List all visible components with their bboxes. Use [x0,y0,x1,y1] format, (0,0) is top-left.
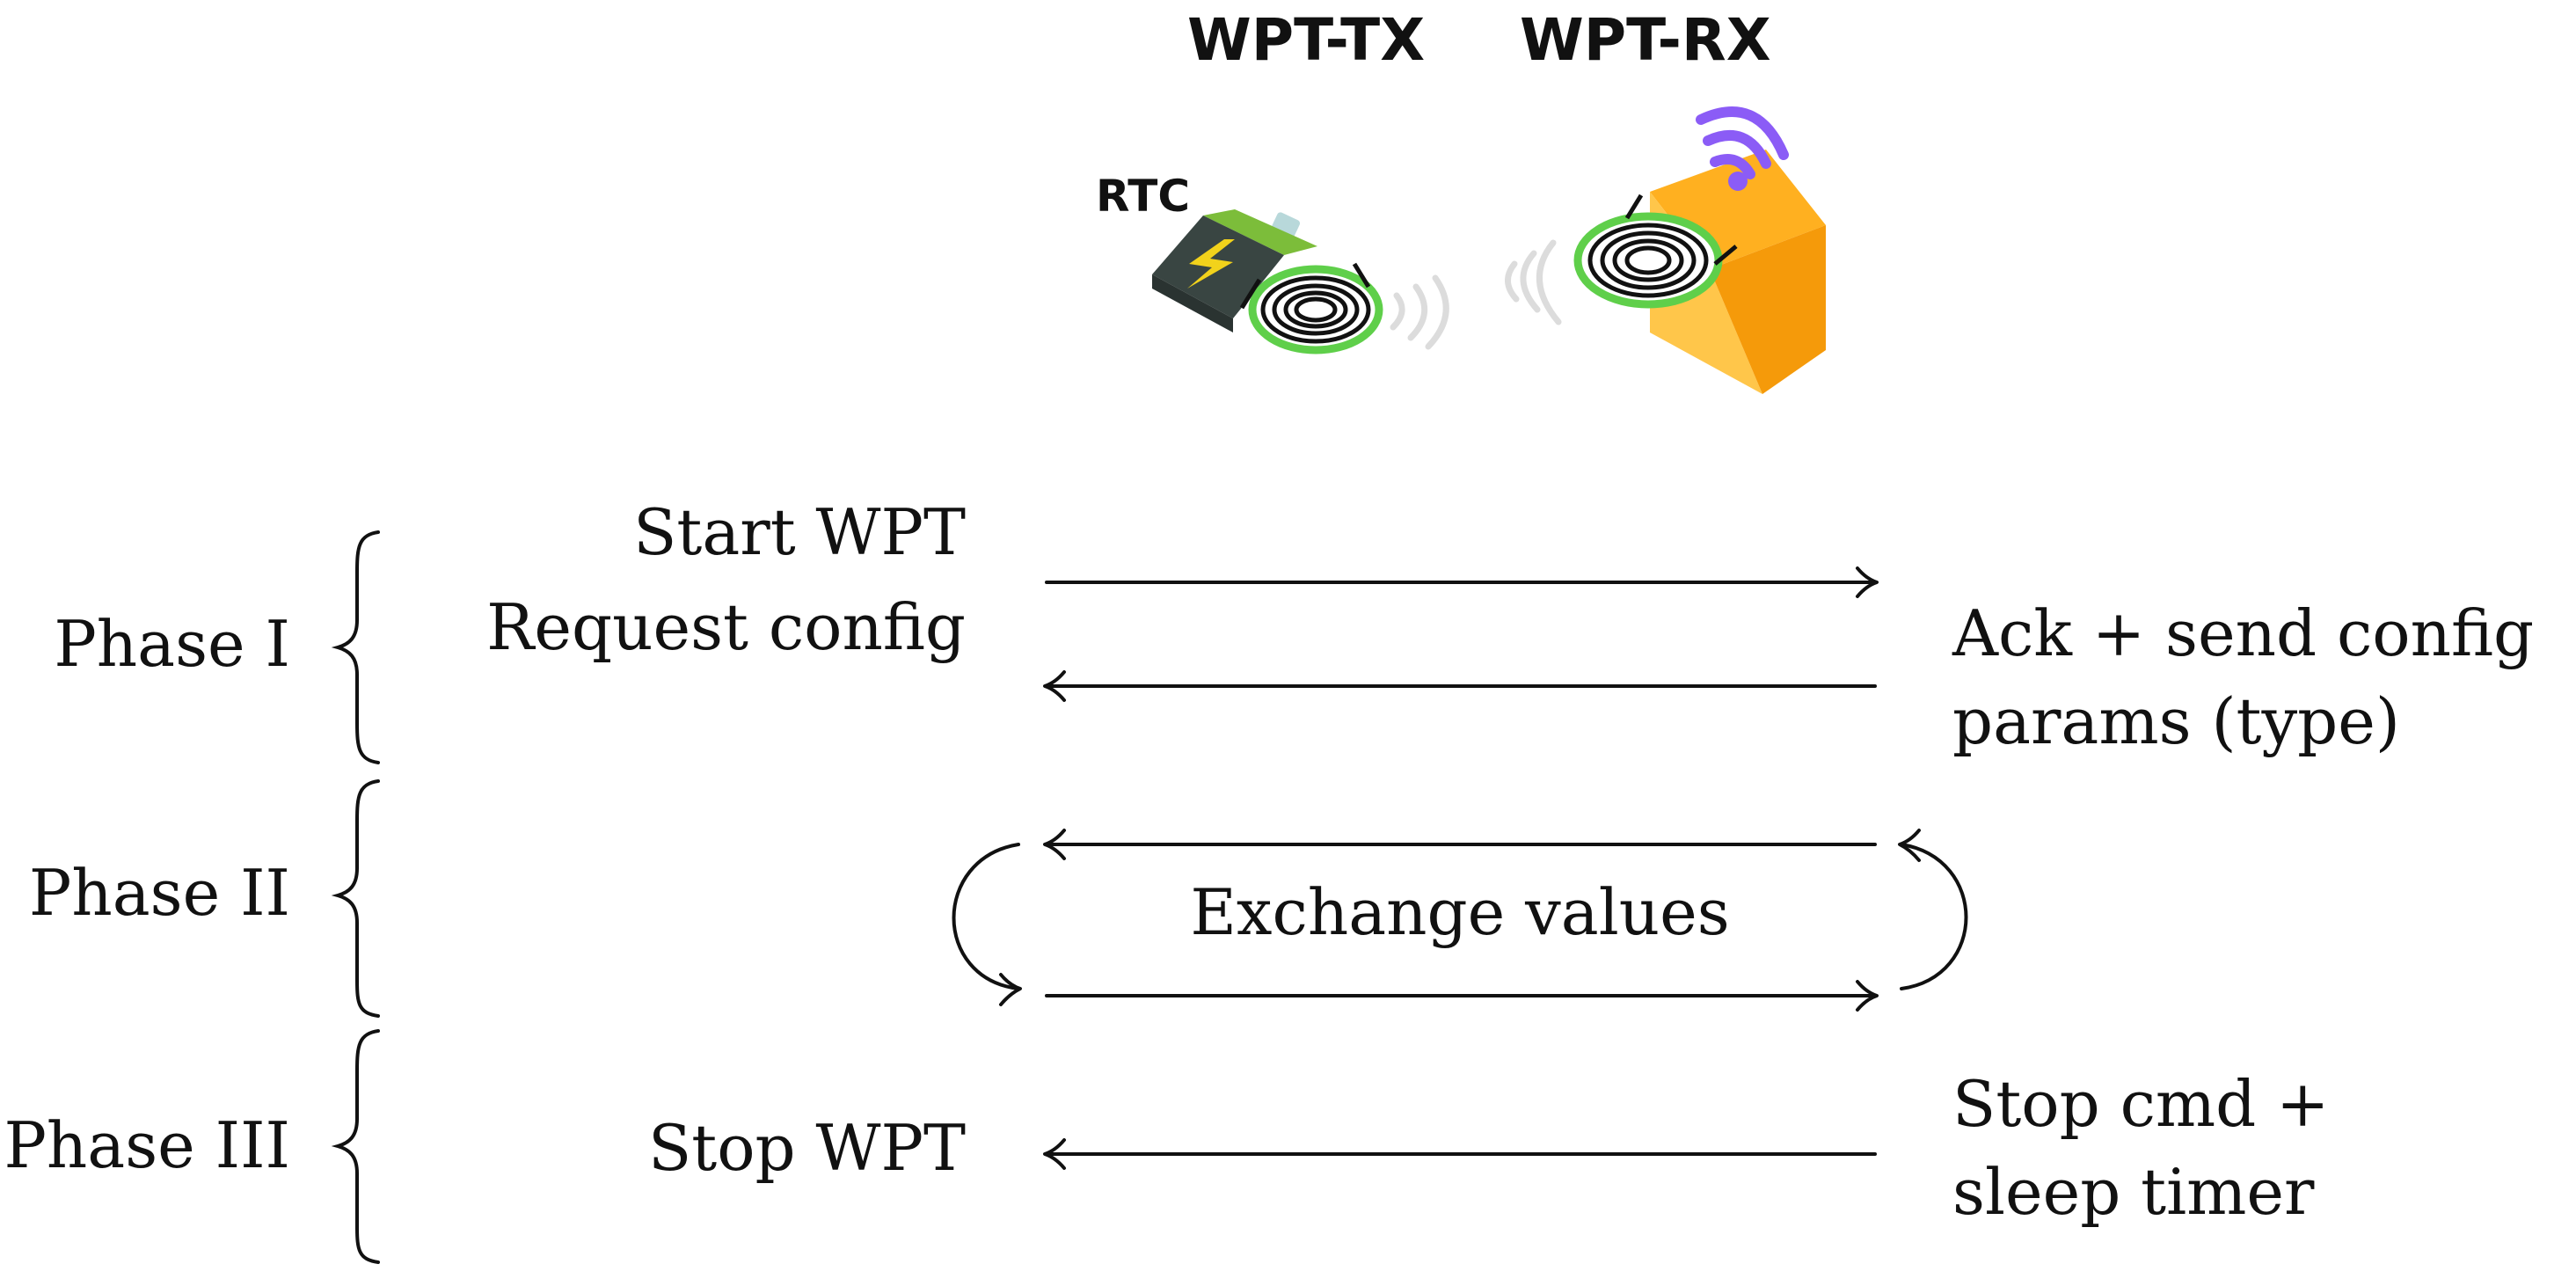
rx-incoming-signal-icon [1505,239,1562,325]
tx-coil-icon [1239,262,1383,354]
exchange-left-loop-arrow [952,843,1022,1006]
stop-cmd-label-line1: Stop cmd + [1952,1067,2329,1141]
rx-label: WPT-RX [1520,6,1771,74]
rtc-label: RTC [1096,171,1190,222]
ack-config-label-line2: params (type) [1952,684,2400,758]
phase-3-label: Phase III [4,1108,290,1182]
phase-3-brace [331,1029,380,1264]
request-config-label: Request config [486,590,966,664]
wpt-tx-device-icon [1152,209,1449,354]
tx-signal-icon [1390,274,1449,350]
tx-label: WPT-TX [1187,6,1425,74]
exchange-right-loop-arrow [1898,829,1968,990]
phase-1-label: Phase I [54,607,290,681]
wpt-rx-device-icon [1505,106,1826,394]
phase-1-brace [331,530,380,764]
lightning-bolt-icon [1187,239,1235,289]
exchange-bottom-arrow [1045,980,1879,1012]
phase-2-brace [331,779,380,1018]
rx-coil-icon [1573,194,1738,309]
exchange-top-arrow [1043,829,1877,860]
stop-cmd-label-line2: sleep timer [1952,1155,2315,1229]
wifi-icon [1696,106,1789,191]
stop-wpt-label: Stop WPT [648,1111,966,1185]
start-wpt-label: Start WPT [633,495,966,569]
phase-2-label: Phase II [29,856,290,930]
exchange-values-label: Exchange values [1190,875,1729,949]
stop-wpt-arrow [1043,1138,1877,1170]
ack-config-label-line1: Ack + send config [1952,596,2534,670]
start-wpt-arrow [1045,566,1879,598]
ack-config-arrow [1043,670,1877,702]
